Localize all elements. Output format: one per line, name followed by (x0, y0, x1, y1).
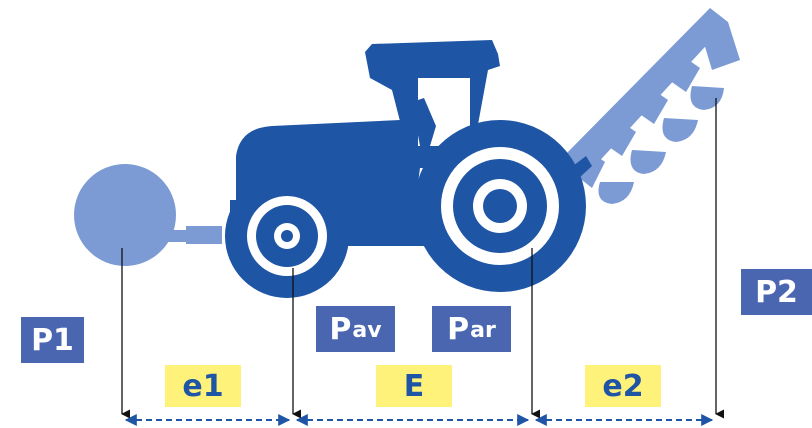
p2-label: P2 (741, 269, 812, 315)
par-label-subscript: ar (470, 318, 496, 343)
p1-label: P1 (21, 317, 84, 363)
e1-label-text: e1 (182, 368, 224, 404)
e-label-text: E (403, 368, 425, 404)
p1-label-text: P1 (31, 322, 74, 358)
tractor-silhouette (225, 40, 592, 298)
e1-label: e1 (165, 365, 241, 407)
par-label-main: P (447, 311, 470, 347)
e2-label-text: e2 (602, 368, 644, 404)
e-label: E (376, 365, 452, 407)
pav-label-subscript: av (352, 318, 382, 343)
e2-label: e2 (585, 365, 661, 407)
pav-label-main: P (329, 311, 352, 347)
p2-label-text: P2 (755, 274, 798, 310)
front-ballast-weight (74, 164, 222, 266)
rear-plough-implement (560, 8, 740, 204)
